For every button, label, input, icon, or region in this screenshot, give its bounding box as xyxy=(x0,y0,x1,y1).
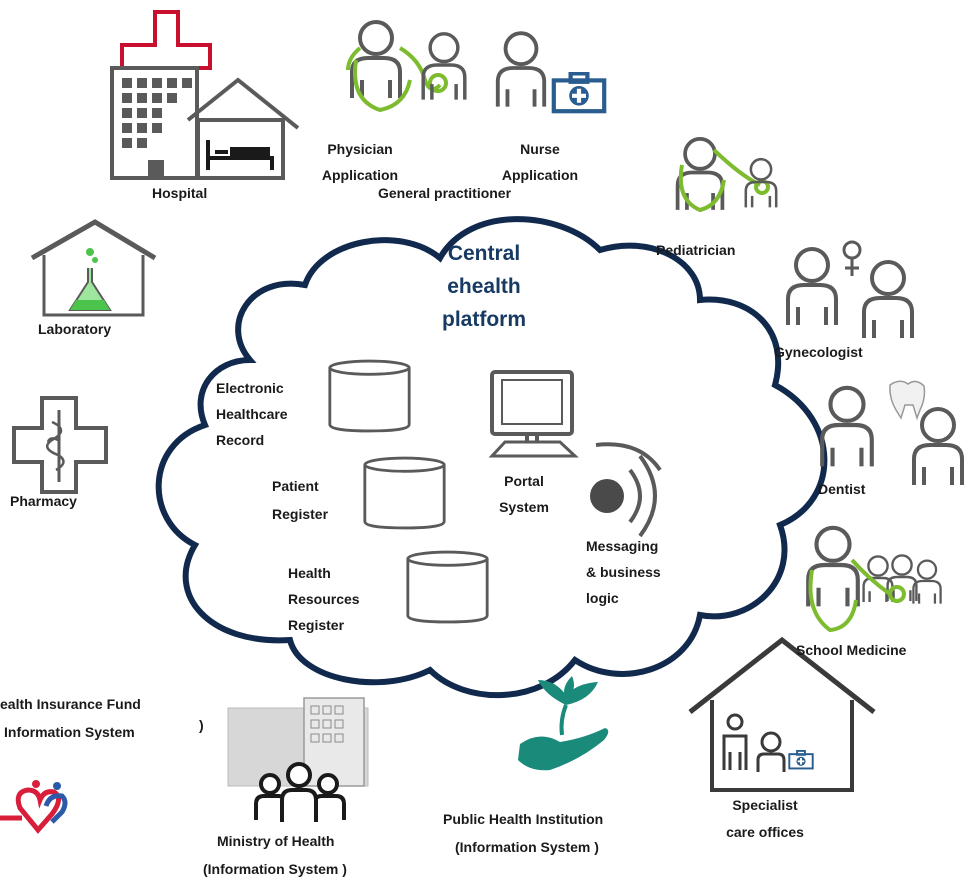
health-insurance-fund-label: ealth Insurance Fund Information System xyxy=(0,690,141,746)
general-practitioner-label: General practitioner xyxy=(378,185,512,201)
patient-register-label: Patient Register xyxy=(272,472,328,528)
school-medicine-icon xyxy=(808,528,942,633)
specialist-label-line: Specialist xyxy=(732,797,798,813)
gynecologist-label: Gynecologist xyxy=(774,344,863,360)
messaging-label-line: Messaging xyxy=(586,538,659,554)
public-health-label-line: (Information System ) xyxy=(455,839,599,855)
central-title-line: Central xyxy=(447,242,521,265)
pharmacy-label: Pharmacy xyxy=(10,493,77,509)
gynecologist-female-symbol-icon xyxy=(788,240,912,338)
portal-label-line: Portal xyxy=(504,473,544,489)
insurance-label-line: Information System xyxy=(4,724,135,740)
dentist-label: Dentist xyxy=(818,481,866,497)
nurse-application-label: Nurse Application xyxy=(492,136,588,188)
nurse-medkit-icon xyxy=(498,33,604,111)
plant-in-hand-icon xyxy=(518,676,609,771)
physician-label-line: Physician xyxy=(327,141,393,157)
public-health-label-line: Public Health Institution xyxy=(443,811,604,827)
central-title-line: platform xyxy=(442,308,526,331)
ehr-label-line: Healthcare xyxy=(216,406,288,422)
specialist-care-offices-label: Specialist care offices xyxy=(712,792,818,846)
public-health-institution-label: Public Health Institution (Information S… xyxy=(443,805,603,861)
nurse-label-line: Nurse xyxy=(520,141,560,157)
physician-stethoscope-icon xyxy=(346,22,448,113)
physician-label-line: Application xyxy=(321,167,399,183)
laboratory-label: Laboratory xyxy=(38,321,112,337)
hospital-label: Hospital xyxy=(152,185,208,201)
patient-register-label-line: Register xyxy=(272,506,329,522)
health-resources-register-label: Health Resources Register xyxy=(288,560,360,638)
hearts-logo-icon xyxy=(0,780,68,834)
resources-label-line: Health xyxy=(288,565,331,581)
insurance-label-line: ealth Insurance Fund xyxy=(0,696,141,712)
messaging-label-line: & business xyxy=(586,564,661,580)
specialist-house-icon xyxy=(688,636,876,792)
central-platform-title: Central ehealth platform xyxy=(420,243,548,330)
ministry-label-line: Ministry of Health xyxy=(217,833,335,849)
broadcast-signal-icon xyxy=(590,442,662,538)
pediatrician-icon xyxy=(678,139,778,210)
portal-label-line: System xyxy=(499,499,549,515)
messaging-business-logic-label: Messaging & business logic xyxy=(586,533,661,611)
ehr-label: Electronic Healthcare Record xyxy=(216,375,288,453)
central-title-line: ehealth xyxy=(447,275,521,298)
ehr-label-line: Record xyxy=(216,432,265,448)
computer-monitor-icon xyxy=(488,370,579,458)
ministry-label-line: (Information System ) xyxy=(203,861,347,877)
resources-label-line: Resources xyxy=(288,591,360,607)
ehr-label-line: Electronic xyxy=(216,380,284,396)
physician-application-label: Physician Application xyxy=(312,136,408,188)
ministry-building-people-icon xyxy=(227,697,369,822)
insurance-label-paren: ) xyxy=(199,717,204,733)
patient-register-label-line: Patient xyxy=(272,478,319,494)
school-medicine-label: School Medicine xyxy=(796,642,907,658)
dentist-tooth-icon xyxy=(822,380,962,485)
resources-label-line: Register xyxy=(288,617,345,633)
pediatrician-label: Pediatrician xyxy=(656,242,736,258)
messaging-label-line: logic xyxy=(586,590,619,606)
laboratory-flask-icon xyxy=(30,219,157,317)
specialist-label-line: care offices xyxy=(726,824,804,840)
hospital-building-icon xyxy=(110,10,300,180)
portal-system-label: Portal System xyxy=(488,468,560,520)
ministry-of-health-label: Ministry of Health (Information System ) xyxy=(203,827,347,883)
nurse-label-line: Application xyxy=(501,167,579,183)
pharmacy-cross-icon xyxy=(12,396,108,494)
